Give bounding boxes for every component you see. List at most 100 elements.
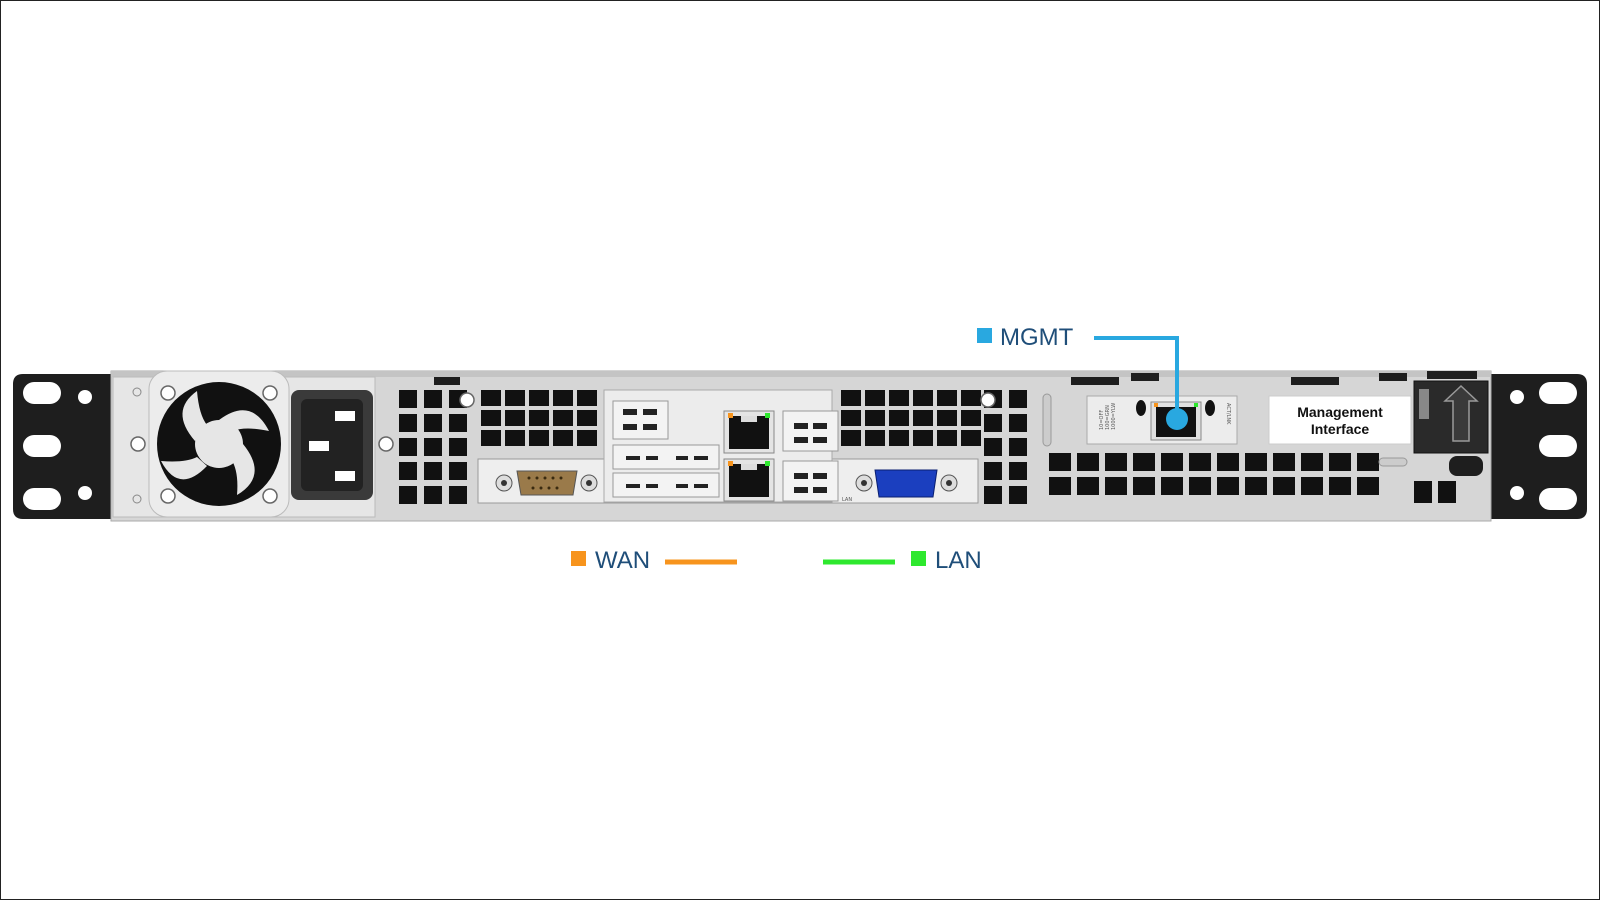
vent-slot bbox=[1105, 477, 1127, 495]
vent-slot bbox=[399, 438, 417, 456]
vent-slot bbox=[865, 410, 885, 426]
vent-slot bbox=[984, 462, 1002, 480]
vent-slot bbox=[399, 462, 417, 480]
vent-slot bbox=[889, 430, 909, 446]
vent-slot bbox=[481, 430, 501, 446]
vent-slot bbox=[1009, 414, 1027, 432]
vent-slot bbox=[1438, 481, 1456, 503]
mgmt-panel-label-line1: Management bbox=[1297, 404, 1383, 420]
vent-slot bbox=[961, 410, 981, 426]
vent-slot bbox=[1301, 477, 1323, 495]
vent-slot bbox=[399, 486, 417, 504]
vent-slot bbox=[553, 410, 573, 426]
lan-label: LAN bbox=[935, 547, 982, 574]
mgmt-label: MGMT bbox=[1000, 324, 1074, 351]
vent-slot bbox=[1245, 477, 1267, 495]
vent-slot bbox=[1414, 481, 1432, 503]
vent-slot bbox=[1105, 453, 1127, 471]
vent-slot bbox=[865, 390, 885, 406]
vent-slot bbox=[1077, 453, 1099, 471]
vent-slot bbox=[913, 430, 933, 446]
vent-slot bbox=[865, 430, 885, 446]
vent-slot bbox=[553, 390, 573, 406]
vent-slot bbox=[449, 414, 467, 432]
wan-label: WAN bbox=[595, 547, 650, 574]
vent-slot bbox=[1245, 453, 1267, 471]
lan-color-marker bbox=[911, 551, 926, 566]
vent-slot bbox=[1329, 477, 1351, 495]
actlnk-text: ACT/LNK bbox=[1225, 403, 1231, 425]
vent-slot bbox=[424, 390, 442, 408]
vent-slot bbox=[889, 390, 909, 406]
mgmt-callout: MGMT bbox=[977, 324, 1188, 430]
management-module: 10=OFF 100=GRN 1000=YLW ACT/LNK Manageme… bbox=[1086, 395, 1412, 445]
vent-slot bbox=[577, 390, 597, 406]
vent-slot bbox=[577, 430, 597, 446]
vent-slot bbox=[1133, 453, 1155, 471]
vent-slot bbox=[529, 430, 549, 446]
lan-port[interactable] bbox=[723, 458, 775, 502]
vent-slot bbox=[841, 390, 861, 406]
vent-slot bbox=[937, 410, 957, 426]
vent-slot bbox=[1217, 453, 1239, 471]
vent-slot bbox=[529, 390, 549, 406]
mgmt-speed-text-2: 100=GRN bbox=[1105, 405, 1111, 430]
mgmt-speed-text-1: 10=OFF bbox=[1099, 410, 1105, 430]
wan-port[interactable] bbox=[723, 410, 775, 454]
vent-slot bbox=[577, 410, 597, 426]
left-rack-ear bbox=[13, 374, 113, 519]
vent-slot bbox=[1217, 477, 1239, 495]
vent-slot bbox=[1077, 477, 1099, 495]
vent-slot bbox=[481, 410, 501, 426]
vent-slot bbox=[1049, 453, 1071, 471]
vent-slot bbox=[529, 410, 549, 426]
lan-port-tiny-label: LAN bbox=[842, 497, 852, 503]
vent-slot bbox=[937, 430, 957, 446]
vent-slot bbox=[424, 486, 442, 504]
vent-slot bbox=[1273, 477, 1295, 495]
vent-slot bbox=[449, 438, 467, 456]
vent-slot bbox=[1357, 453, 1379, 471]
vent-slot bbox=[1049, 477, 1071, 495]
vent-slot bbox=[1189, 477, 1211, 495]
mgmt-speed-text-3: 1000=YLW bbox=[1111, 403, 1117, 430]
mgmt-leader-line bbox=[1094, 336, 1179, 417]
vent-slot bbox=[1133, 477, 1155, 495]
wan-color-marker bbox=[571, 551, 586, 566]
vent-slot bbox=[399, 390, 417, 408]
vent-slot bbox=[961, 430, 981, 446]
vent-slot bbox=[505, 430, 525, 446]
vent-slot bbox=[1273, 453, 1295, 471]
vent-slot bbox=[1301, 453, 1323, 471]
vent-slot bbox=[1189, 453, 1211, 471]
serial-port bbox=[495, 470, 598, 496]
vent-slot bbox=[984, 486, 1002, 504]
vent-slot bbox=[984, 438, 1002, 456]
vent-slot bbox=[1009, 390, 1027, 408]
rail-latch bbox=[1413, 371, 1489, 476]
vent-slot bbox=[937, 390, 957, 406]
vent-slot bbox=[449, 462, 467, 480]
vent-slot bbox=[505, 390, 525, 406]
power-supply bbox=[112, 370, 394, 518]
mgmt-port-marker bbox=[1166, 408, 1188, 430]
mgmt-color-marker bbox=[977, 328, 992, 343]
mgmt-panel-label-line2: Interface bbox=[1311, 421, 1370, 437]
vga-port: LAN bbox=[842, 469, 958, 503]
vent-slot bbox=[424, 438, 442, 456]
vent-slot bbox=[1009, 438, 1027, 456]
vent-slot bbox=[841, 430, 861, 446]
vent-slot bbox=[449, 486, 467, 504]
vent-slot bbox=[481, 390, 501, 406]
vent-slot bbox=[505, 410, 525, 426]
right-rack-ear bbox=[1489, 374, 1587, 519]
vent-slot bbox=[1009, 462, 1027, 480]
vent-slot bbox=[424, 414, 442, 432]
vent-slot bbox=[961, 390, 981, 406]
vent-slot bbox=[1357, 477, 1379, 495]
vent-slot bbox=[841, 410, 861, 426]
vent-slot bbox=[424, 462, 442, 480]
vent-slot bbox=[1329, 453, 1351, 471]
